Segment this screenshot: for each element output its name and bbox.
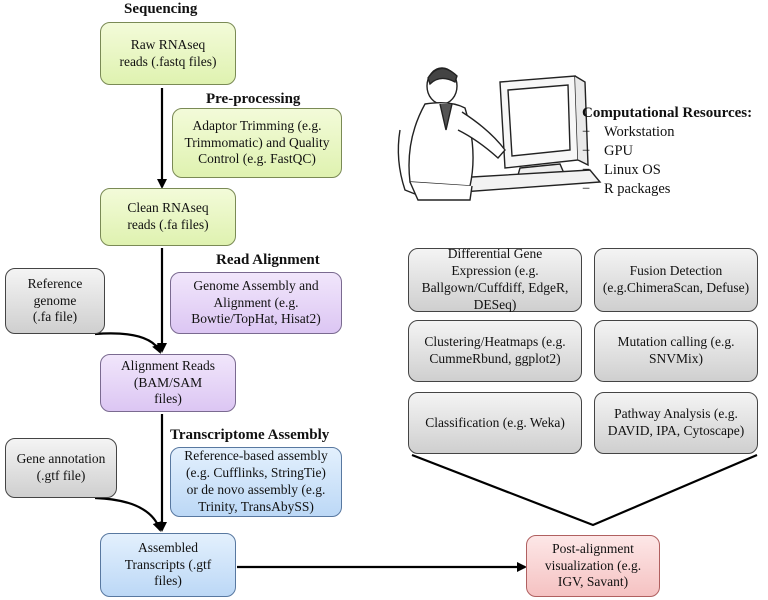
- person-at-computer-illustration: [397, 67, 602, 201]
- gene-annotation-box: Gene annotation (.gtf file): [5, 438, 117, 498]
- heading-read-alignment: Read Alignment: [216, 252, 320, 268]
- resource-item: Workstation: [582, 123, 752, 142]
- resource-item: GPU: [582, 142, 752, 161]
- resources-title: Computational Resources:: [582, 105, 753, 121]
- alignment-reads-box: Alignment Reads (BAM/SAM files): [100, 354, 236, 412]
- pathway-analysis-box: Pathway Analysis (e.g. DAVID, IPA, Cytos…: [594, 392, 758, 454]
- heading-preprocessing: Pre-processing: [206, 91, 301, 107]
- raw-reads-box: Raw RNAseq reads (.fastq files): [100, 22, 236, 85]
- genome-assembly-box: Genome Assembly and Alignment (e.g. Bowt…: [170, 272, 342, 334]
- fusion-detection-box: Fusion Detection (e.g.ChimeraScan, Defus…: [594, 248, 758, 312]
- assembled-transcripts-box: Assembled Transcripts (.gtf files): [100, 533, 236, 597]
- heading-sequencing: Sequencing: [124, 1, 198, 17]
- differential-expression-box: Differential Gene Expression (e.g. Ballg…: [408, 246, 582, 312]
- resource-item: R packages: [582, 180, 752, 199]
- heading-transcriptome-assembly: Transcriptome Assembly: [170, 427, 330, 443]
- funnel-lines: [411, 453, 758, 527]
- resources-list: Workstation GPU Linux OS R packages: [582, 123, 752, 199]
- reference-genome-box: Reference genome (.fa file): [5, 268, 105, 334]
- resource-item: Linux OS: [582, 161, 752, 180]
- arrow-reference-to-alignment: [94, 332, 162, 354]
- clean-reads-box: Clean RNAseq reads (.fa files): [100, 188, 236, 246]
- adaptor-trimming-box: Adaptor Trimming (e.g. Trimmomatic) and …: [172, 108, 342, 178]
- computational-resources: Computational Resources: Workstation GPU…: [582, 104, 752, 199]
- arrow-annotation-to-assembled: [94, 496, 163, 532]
- classification-box: Classification (e.g. Weka): [408, 392, 582, 454]
- reference-assembly-box: Reference-based assembly (e.g. Cufflinks…: [170, 447, 342, 517]
- mutation-calling-box: Mutation calling (e.g. SNVMix): [594, 320, 758, 382]
- post-alignment-box: Post-alignment visualization (e.g. IGV, …: [526, 535, 660, 597]
- clustering-heatmaps-box: Clustering/Heatmaps (e.g. CummeRbund, gg…: [408, 320, 582, 382]
